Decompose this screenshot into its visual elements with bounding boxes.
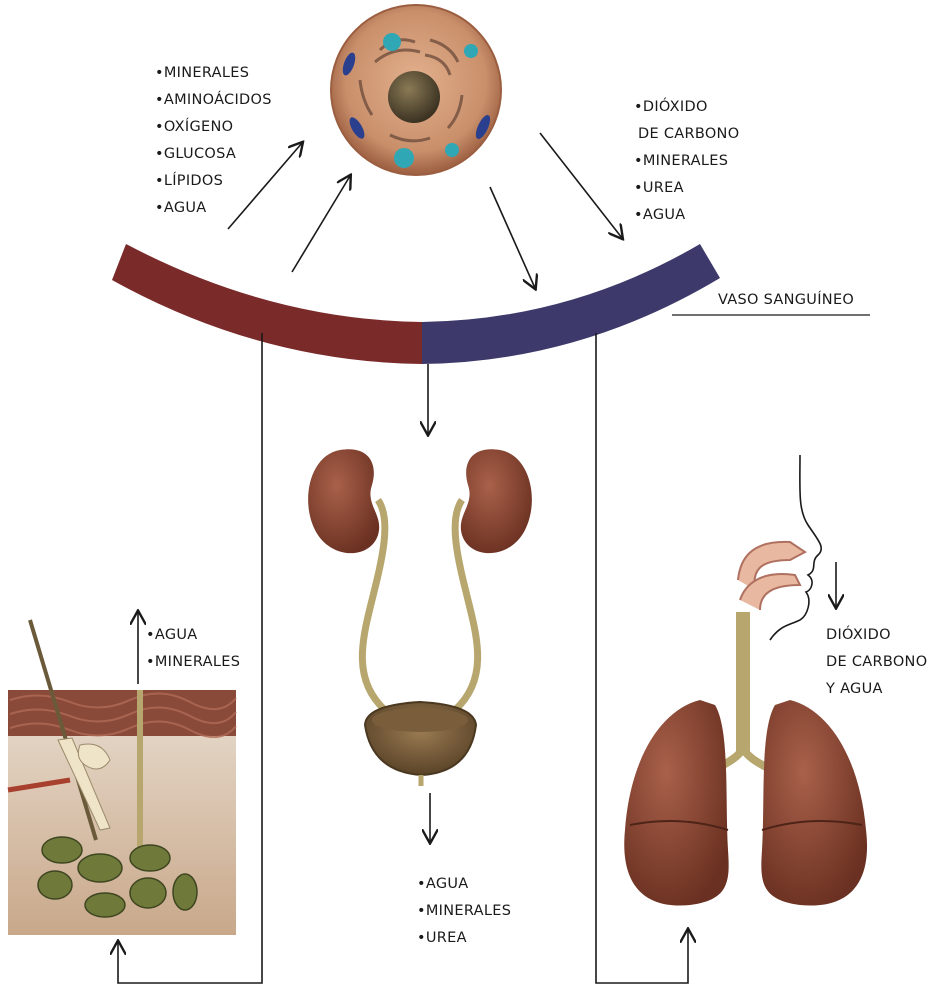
kidney-output-item: •AGUA <box>417 871 511 898</box>
skin-output-item: •AGUA <box>146 622 240 649</box>
cell-input-item: •AGUA <box>155 195 272 222</box>
arrow-to-cell-mid <box>292 176 350 272</box>
lung-output-item: DE CARBONO <box>826 649 927 676</box>
kidney-output-item: •UREA <box>417 925 511 952</box>
skin-outputs-list: •AGUA •MINERALES <box>146 622 240 676</box>
lung-outputs-list: DIÓXIDO DE CARBONO Y AGUA <box>826 622 927 703</box>
arrow-from-cell-right <box>540 133 622 238</box>
cell-inputs-list: •MINERALES •AMINOÁCIDOS •OXÍGENO •GLUCOS… <box>155 60 272 222</box>
cell-input-item: •OXÍGENO <box>155 114 272 141</box>
cell-output-item: •AGUA <box>634 202 739 229</box>
cell-icon <box>331 5 501 175</box>
blood-vessel <box>112 244 720 364</box>
arrow-from-cell-mid <box>490 187 535 288</box>
lung-output-item: DIÓXIDO <box>826 622 927 649</box>
cell-output-item: •MINERALES <box>634 148 739 175</box>
cell-input-item: •MINERALES <box>155 60 272 87</box>
cell-input-item: •AMINOÁCIDOS <box>155 87 272 114</box>
cell-input-item: •GLUCOSA <box>155 141 272 168</box>
cell-outputs-list: •DIÓXIDO DE CARBONO •MINERALES •UREA •AG… <box>634 94 739 229</box>
bladder-icon <box>365 702 476 786</box>
cell-output-item: DE CARBONO <box>634 121 739 148</box>
cell-output-item: •UREA <box>634 175 739 202</box>
kidney-icon <box>308 449 532 710</box>
kidney-output-item: •MINERALES <box>417 898 511 925</box>
lung-output-item: Y AGUA <box>826 676 927 703</box>
vessel-label: VASO SANGUÍNEO <box>718 292 854 308</box>
skin-output-item: •MINERALES <box>146 649 240 676</box>
cell-output-item: •DIÓXIDO <box>634 94 739 121</box>
cell-input-item: •LÍPIDOS <box>155 168 272 195</box>
kidney-outputs-list: •AGUA •MINERALES •UREA <box>417 871 511 952</box>
